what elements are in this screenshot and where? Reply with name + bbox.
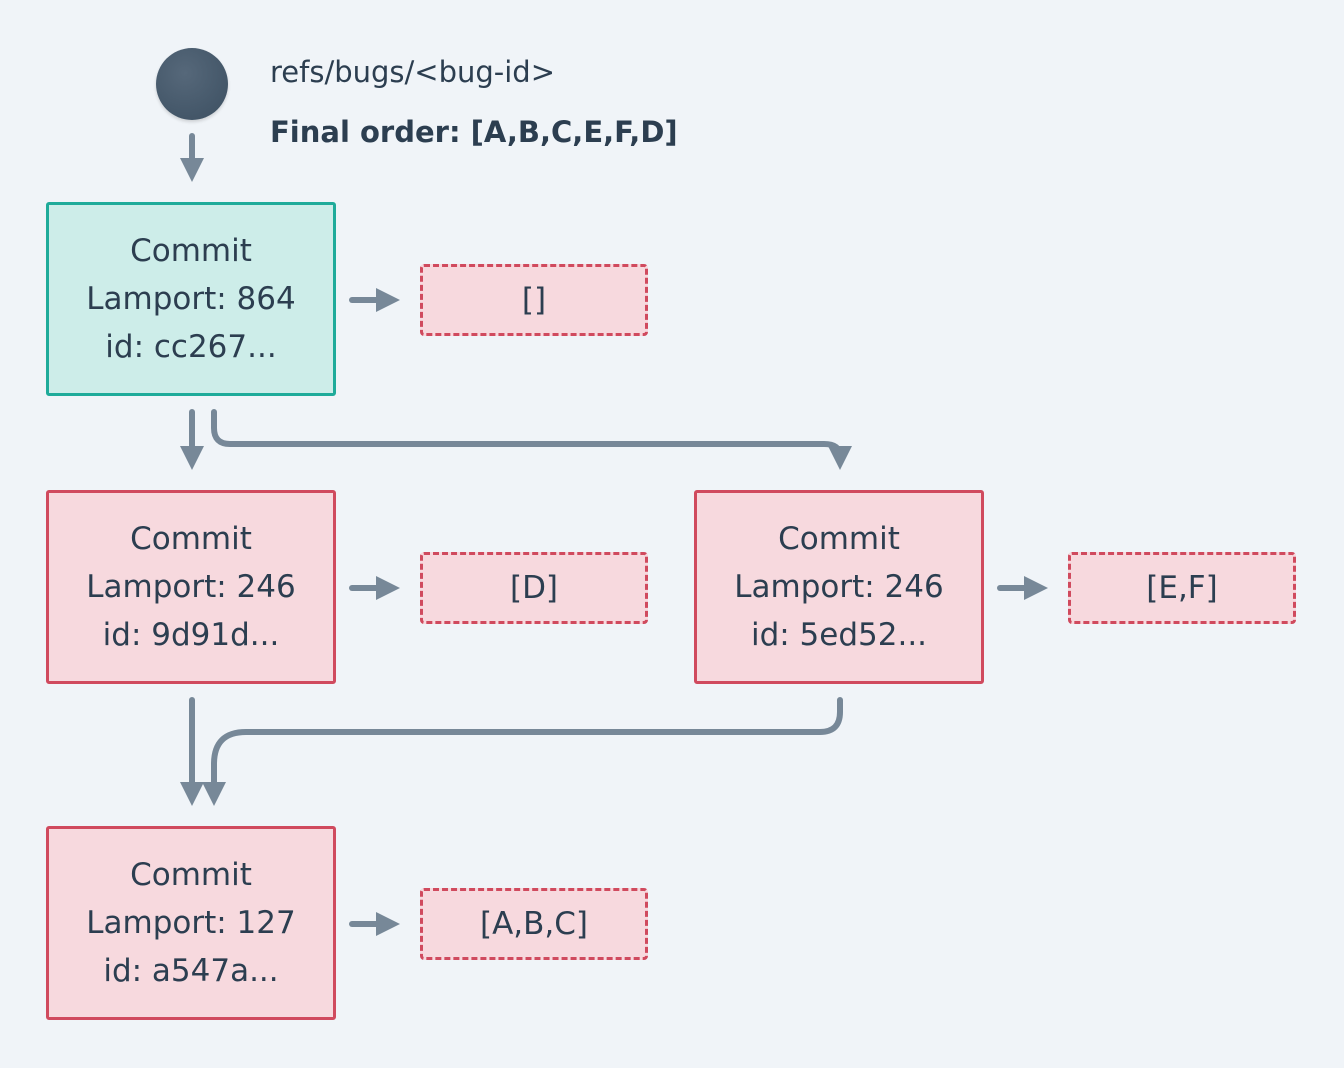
commit-head: Commit Lamport: 864 id: cc267... <box>46 202 336 396</box>
commit-id: id: cc267... <box>105 329 277 365</box>
ops-box-right: [E,F] <box>1068 552 1296 624</box>
ops-box-root: [A,B,C] <box>420 888 648 960</box>
commit-title: Commit <box>130 521 252 557</box>
commit-right: Commit Lamport: 246 id: 5ed52... <box>694 490 984 684</box>
commit-lamport: Lamport: 864 <box>86 281 296 317</box>
ref-label: refs/bugs/<bug-id> <box>270 55 556 89</box>
commit-lamport: Lamport: 246 <box>86 569 296 605</box>
ops-box-head: [] <box>420 264 648 336</box>
commit-id: id: a547a... <box>103 953 279 989</box>
commit-left: Commit Lamport: 246 id: 9d91d... <box>46 490 336 684</box>
commit-root: Commit Lamport: 127 id: a547a... <box>46 826 336 1020</box>
edge-commit-right-to-root <box>202 697 843 806</box>
commit-lamport: Lamport: 246 <box>734 569 944 605</box>
commit-id: id: 5ed52... <box>750 617 928 653</box>
final-order-label: Final order: [A,B,C,E,F,D] <box>270 115 678 149</box>
commit-title: Commit <box>130 233 252 269</box>
commit-id: id: 9d91d... <box>102 617 280 653</box>
start-node <box>156 48 228 120</box>
edge-head-to-commit-right <box>211 409 852 470</box>
commit-title: Commit <box>778 521 900 557</box>
commit-title: Commit <box>130 857 252 893</box>
ops-box-left: [D] <box>420 552 648 624</box>
commit-lamport: Lamport: 127 <box>86 905 296 941</box>
